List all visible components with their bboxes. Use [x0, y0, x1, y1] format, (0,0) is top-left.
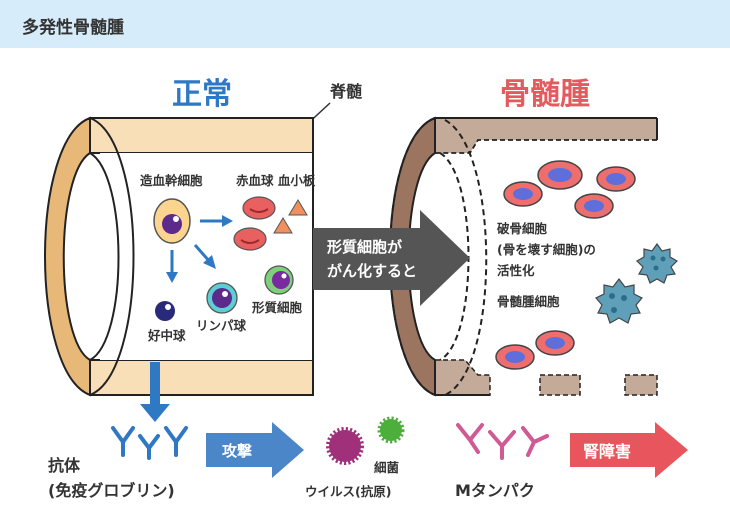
- m-protein-label: Mタンパク: [455, 481, 535, 500]
- differentiation-arrows: [166, 215, 233, 283]
- normal-title: 正常: [172, 77, 232, 112]
- antibody-icon: [111, 426, 188, 460]
- osteoclast-label-3: 活性化: [497, 263, 535, 278]
- antibody-label-2: (免疫グロブリン): [48, 481, 175, 500]
- normal-bone-tube: [44, 116, 314, 397]
- attack-label: 攻撃: [222, 442, 252, 460]
- virus-label: ウイルス(抗原): [305, 484, 391, 499]
- transition-label-2: がん化すると: [327, 262, 417, 280]
- neutrophil-icon: [155, 301, 175, 321]
- rbc-platelet-label: 赤血球 血小板: [236, 173, 316, 188]
- kidney-damage-label: 腎障害: [583, 442, 631, 461]
- transition-label-1: 形質細胞が: [327, 238, 403, 256]
- lymphocyte-icon: [206, 282, 238, 314]
- plasma-cell-icon: [264, 265, 294, 295]
- myeloma-cell-label: 骨髄腫細胞: [497, 294, 560, 309]
- myeloma-cell-icon: [595, 242, 678, 324]
- red-blood-cell-icon: [233, 196, 276, 251]
- stem-cell-label: 造血幹細胞: [140, 173, 203, 188]
- spinal-cord-label: 脊髄: [329, 82, 362, 101]
- myeloma-title: 骨髄腫: [500, 77, 590, 112]
- virus-icon: [326, 427, 364, 465]
- down-arrow: [140, 362, 170, 422]
- osteoclast-label-1: 破骨細胞: [497, 221, 548, 236]
- transition-arrow: [313, 210, 470, 306]
- m-protein-icon: [456, 423, 549, 460]
- neutrophil-label: 好中球: [147, 328, 186, 343]
- osteoclast-label-2: (骨を壊す細胞)の: [497, 242, 596, 257]
- antibody-label-1: 抗体: [48, 456, 81, 475]
- attack-arrow: [206, 422, 304, 478]
- stem-cell-icon: [153, 198, 191, 244]
- lymphocyte-label: リンパ球: [196, 318, 247, 333]
- kidney-damage-arrow: [570, 422, 688, 478]
- header-bar: 多発性骨髄腫: [0, 0, 730, 48]
- bacteria-icon: [377, 416, 405, 444]
- bacteria-label: 細菌: [374, 460, 400, 475]
- platelet-icon: [273, 199, 308, 234]
- plasma-cell-label: 形質細胞: [252, 300, 303, 315]
- page-title: 多発性骨髄腫: [22, 18, 124, 38]
- osteoclast-icon: [495, 160, 636, 370]
